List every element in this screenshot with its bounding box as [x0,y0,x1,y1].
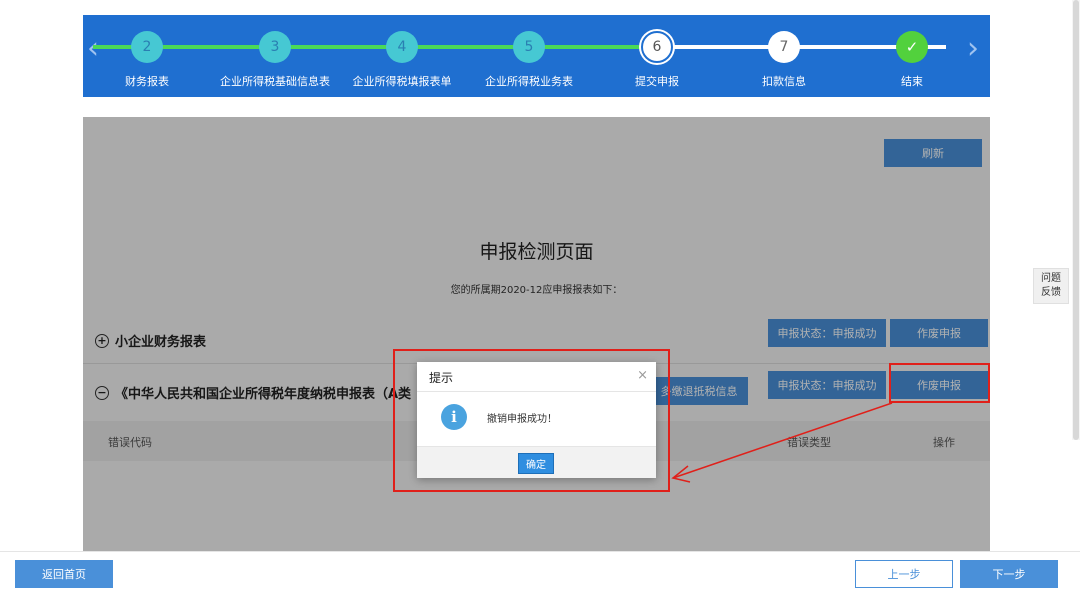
back-to-home-button[interactable]: 返回首页 [15,560,113,588]
declaration-check-panel: 刷新 申报检测页面 您的所属期2020-12应申报报表如下： + 小企业财务报表… [83,117,990,557]
step-1-label[interactable]: 财务报表 [125,75,169,88]
page-scrollbar[interactable] [1072,0,1080,440]
void-declaration-button[interactable]: 作废申报 [890,371,988,399]
annotation-box-void-button [889,363,990,403]
ok-button[interactable]: 确定 [518,453,554,474]
dialog-message: 撤销申报成功！ [487,414,557,425]
step-4-circle[interactable]: 5 [513,31,545,63]
modal-overlay [83,117,990,557]
dialog-body: i 撤销申报成功！ [417,392,656,446]
section-cit-annual-return[interactable]: − 《中华人民共和国企业所得税年度纳税申报表（A类 [95,383,411,402]
page-title: 申报检测页面 [479,241,594,263]
declaration-status-button[interactable]: 申报状态：申报成功 [768,319,886,347]
step-7-circle[interactable]: ✓ [896,31,928,63]
expand-plus-icon[interactable]: + [95,333,109,348]
step-2-circle[interactable]: 3 [259,31,291,63]
feedback-label-line1: 问题 [1041,273,1061,284]
overpaid-refund-info-button[interactable]: 多缴退抵税信息 [650,377,748,405]
success-dialog: 提示 × i 撤销申报成功！ 确定 [417,362,656,478]
annotation-box-dialog [393,349,670,492]
info-icon: i [441,404,467,430]
dialog-header: 提示 × [417,362,656,392]
progress-track-complete [93,45,656,49]
feedback-label-line2: 反馈 [1041,287,1061,298]
section-title: 小企业财务报表 [115,335,207,350]
column-error-code: 错误代码 [108,436,152,449]
step-3-label[interactable]: 企业所得税填报表单 [352,75,452,88]
feedback-button[interactable]: 问题 反馈 [1033,268,1069,304]
dialog-footer: 确定 [417,446,656,478]
chevron-right-icon[interactable]: › [967,31,979,66]
step-2-label[interactable]: 企业所得税基础信息表 [220,75,330,88]
scrollbar-thumb[interactable] [1073,0,1079,440]
previous-step-button[interactable]: 上一步 [855,560,953,588]
step-6-label[interactable]: 扣款信息 [762,75,806,88]
refresh-button[interactable]: 刷新 [884,139,982,167]
step-7-label[interactable]: 结束 [901,75,923,88]
progress-track-remaining [656,45,946,49]
next-step-button[interactable]: 下一步 [960,560,1058,588]
close-icon[interactable]: × [637,368,648,383]
column-error-type: 错误类型 [787,436,831,449]
step-6-circle[interactable]: 7 [768,31,800,63]
progress-stepper: ‹ 2财务报表3企业所得税基础信息表4企业所得税填报表单5企业所得税业务表6提交… [83,15,990,97]
collapse-minus-icon[interactable]: − [95,385,109,400]
step-5-label[interactable]: 提交申报 [635,75,679,88]
page-subtitle: 您的所属期2020-12应申报报表如下： [450,285,623,296]
step-5-circle[interactable]: 6 [641,31,673,63]
step-3-circle[interactable]: 4 [386,31,418,63]
section-small-enterprise-report[interactable]: + 小企业财务报表 [95,331,206,350]
column-action: 操作 [933,436,955,449]
step-4-label[interactable]: 企业所得税业务表 [485,75,573,88]
footer-bar: 返回首页 上一步 下一步 [0,551,1080,596]
dialog-title: 提示 [429,371,454,385]
section-title: 《中华人民共和国企业所得税年度纳税申报表（A类 [115,387,412,402]
declaration-status-button[interactable]: 申报状态：申报成功 [768,371,886,399]
step-1-circle[interactable]: 2 [131,31,163,63]
void-declaration-button[interactable]: 作废申报 [890,319,988,347]
